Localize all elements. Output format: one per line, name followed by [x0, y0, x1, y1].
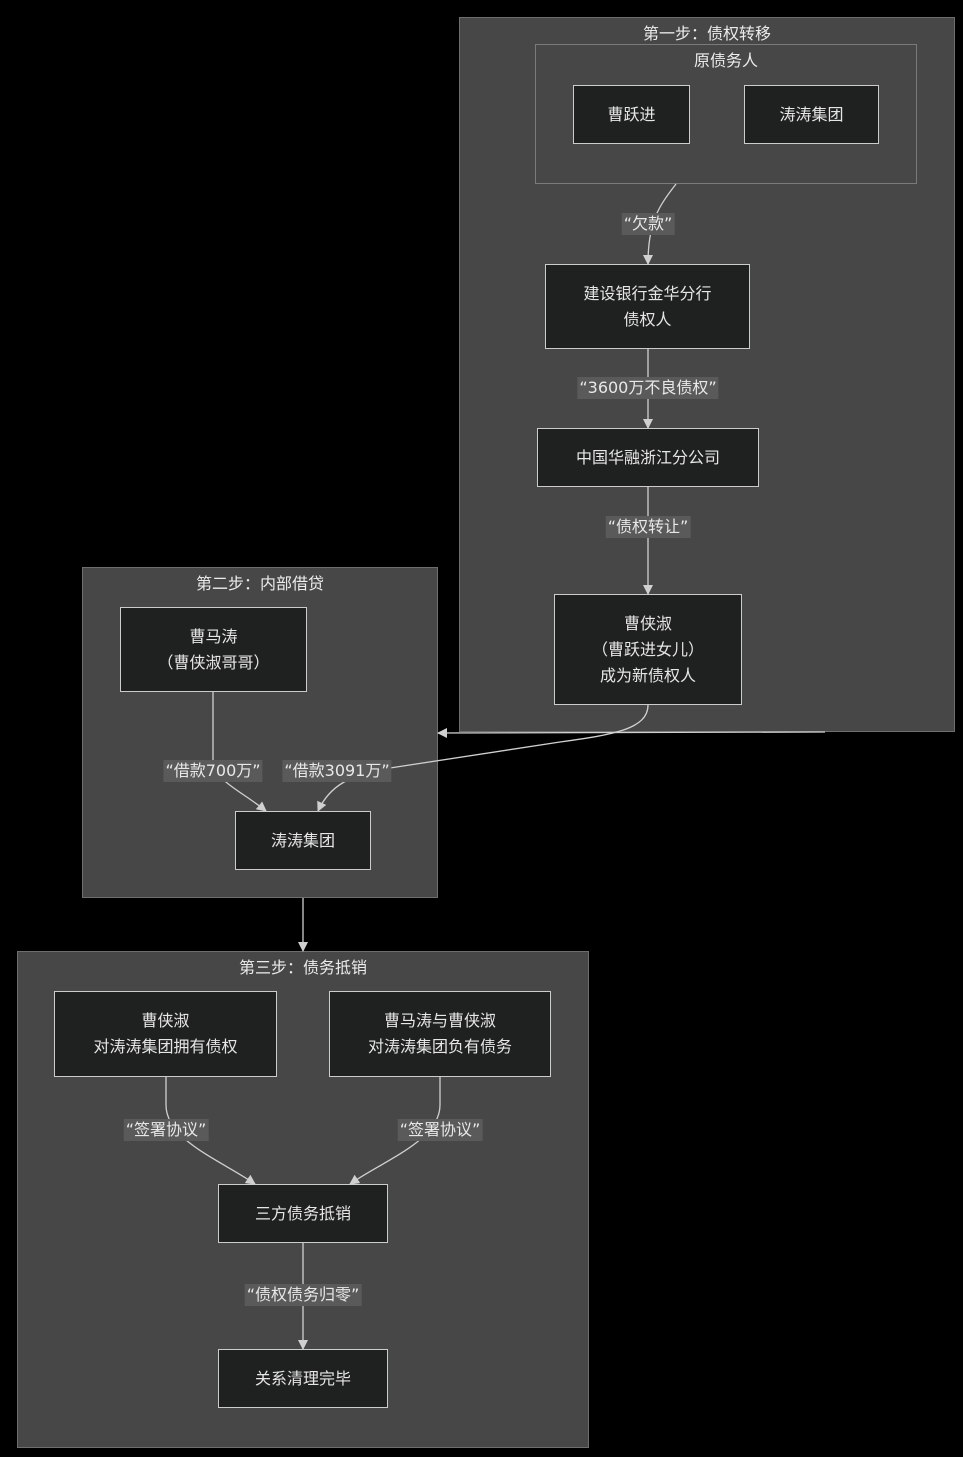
edge-cluster1-to-cluster2	[437, 727, 826, 738]
node-both-debt: 曹马涛与曹侠淑 对涛涛集团负有债务	[329, 991, 551, 1077]
edge-loan-700	[212, 691, 267, 812]
edge-loan-3091	[317, 704, 649, 812]
node-taotao-group-original: 涛涛集团	[744, 85, 879, 144]
edge-label-sign-left: “签署协议”	[123, 1119, 209, 1141]
node-ccb-jinhua: 建设银行金华分行 债权人	[545, 264, 750, 349]
edge-label-loan-700: “借款700万”	[163, 760, 263, 782]
node-cao-matao: 曹马涛 （曹侠淑哥哥）	[120, 607, 307, 692]
node-cao-xiashu-claim: 曹侠淑 对涛涛集团拥有债权	[54, 991, 277, 1077]
edge-label-sign-right: “签署协议”	[397, 1119, 483, 1141]
node-cao-yuejin: 曹跃进	[573, 85, 690, 144]
node-cao-xiashu-new-creditor: 曹侠淑 （曹跃进女儿） 成为新债权人	[554, 594, 742, 705]
node-taotao-group-borrower: 涛涛集团	[235, 811, 371, 870]
edge-label-loan-3091: “借款3091万”	[282, 760, 392, 782]
edge-label-transfer: “债权转让”	[605, 516, 691, 538]
edge-sign-left	[165, 1076, 256, 1185]
node-huarong-zhejiang: 中国华融浙江分公司	[537, 428, 759, 487]
edge-label-owes: “欠款”	[621, 213, 675, 235]
node-tripartite-offset: 三方债务抵销	[218, 1184, 388, 1243]
edge-label-bad-debt: “3600万不良债权”	[577, 377, 719, 399]
cluster-step2-title: 第二步：内部借贷	[195, 574, 324, 593]
cluster-step3-title: 第三步：债务抵销	[238, 958, 367, 977]
cluster-original-debtors-title: 原债务人	[693, 51, 758, 70]
node-relationship-cleared: 关系清理完毕	[218, 1349, 388, 1408]
edge-sign-right	[349, 1076, 441, 1185]
edge-label-zero: “债权债务归零”	[244, 1284, 362, 1306]
cluster-step1-title: 第一步：债权转移	[642, 24, 771, 43]
